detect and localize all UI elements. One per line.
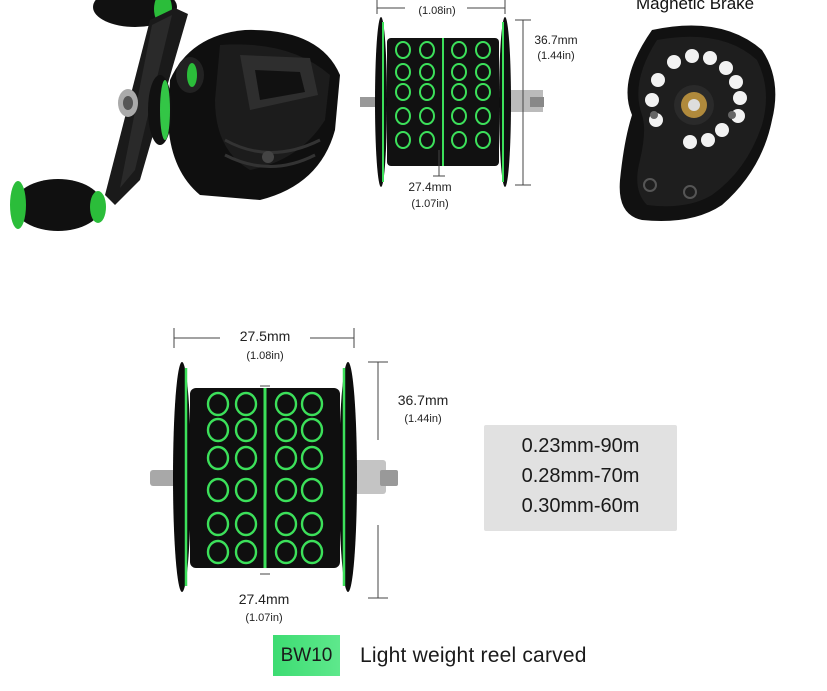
main-spool-image (150, 328, 398, 599)
spool-hole (300, 445, 324, 471)
brake-magnet (645, 93, 659, 107)
spool-hole (274, 477, 298, 503)
spool-hole (234, 511, 258, 537)
spool-hole (395, 83, 411, 101)
spool-hole (419, 41, 435, 59)
model-badge: BW10 (273, 635, 340, 676)
spool-hole (206, 511, 230, 537)
line-capacity-item: 0.28mm-70m (521, 465, 640, 487)
spool-hole (451, 131, 467, 149)
spool-hole (451, 63, 467, 81)
main-spool-width-mm: 27.5mm (239, 328, 291, 344)
spool-hole (300, 391, 324, 417)
reel-body-image (10, 0, 340, 231)
spool-hole (274, 391, 298, 417)
brake-magnet (685, 49, 699, 63)
spool-hole (419, 63, 435, 81)
main-spool-depth-mm: 27.4mm (238, 591, 290, 607)
spool-hole (234, 391, 258, 417)
top-spool-height-in: (1.44in) (537, 50, 575, 62)
spool-hole (274, 445, 298, 471)
brake-magnet (701, 133, 715, 147)
spool-hole (206, 445, 230, 471)
brake-magnet (651, 73, 665, 87)
spool-hole (300, 477, 324, 503)
spool-hole (395, 41, 411, 59)
spool-hole (395, 63, 411, 81)
spool-hole (475, 83, 491, 101)
magnetic-brake-image (619, 25, 776, 221)
spool-hole (451, 107, 467, 125)
top-spool-depth-mm: 27.4mm (408, 180, 452, 194)
spool-hole (395, 107, 411, 125)
spool-hole (300, 539, 324, 565)
spool-hole (274, 417, 298, 443)
main-spool-depth-in: (1.07in) (245, 612, 283, 624)
spool-hole (234, 477, 258, 503)
spool-hole (206, 477, 230, 503)
spool-hole (475, 131, 491, 149)
spool-hole (395, 131, 411, 149)
spool-hole (475, 63, 491, 81)
spool-hole (419, 83, 435, 101)
spool-hole (419, 107, 435, 125)
spool-hole (206, 539, 230, 565)
spool-hole (234, 539, 258, 565)
spool-hole (234, 417, 258, 443)
spool-hole (451, 41, 467, 59)
brake-magnet (715, 123, 729, 137)
brake-magnet (667, 55, 681, 69)
spool-hole (274, 511, 298, 537)
product-caption: Light weight reel carved (360, 644, 587, 667)
line-capacity-box: 0.23mm-90m 0.28mm-70m 0.30mm-60m (484, 425, 677, 531)
magnetic-brake-title: Magnetic Brake (636, 0, 755, 13)
top-spool-height-mm: 36.7mm (534, 33, 578, 47)
spool-hole (234, 445, 258, 471)
main-spool-height-in: (1.44in) (404, 413, 442, 425)
spool-hole (419, 131, 435, 149)
spool-hole (475, 41, 491, 59)
spool-hole (475, 107, 491, 125)
spool-hole (206, 391, 230, 417)
brake-magnet (703, 51, 717, 65)
line-capacity-item: 0.30mm-60m (521, 495, 640, 517)
main-spool-width-in: (1.08in) (246, 350, 284, 362)
line-capacity-item: 0.23mm-90m (521, 435, 640, 457)
main-spool-height-mm: 36.7mm (397, 392, 449, 408)
spool-hole (274, 539, 298, 565)
spool-hole (300, 511, 324, 537)
top-spool-image (360, 0, 544, 187)
model-badge-label: BW10 (280, 645, 333, 666)
spool-hole (300, 417, 324, 443)
top-spool-width-in: (1.08in) (418, 5, 456, 17)
brake-magnet (729, 75, 743, 89)
spool-hole (451, 83, 467, 101)
brake-magnet (683, 135, 697, 149)
brake-magnet (733, 91, 747, 105)
spool-hole (206, 417, 230, 443)
top-spool-depth-in: (1.07in) (411, 198, 449, 210)
brake-magnet (719, 61, 733, 75)
